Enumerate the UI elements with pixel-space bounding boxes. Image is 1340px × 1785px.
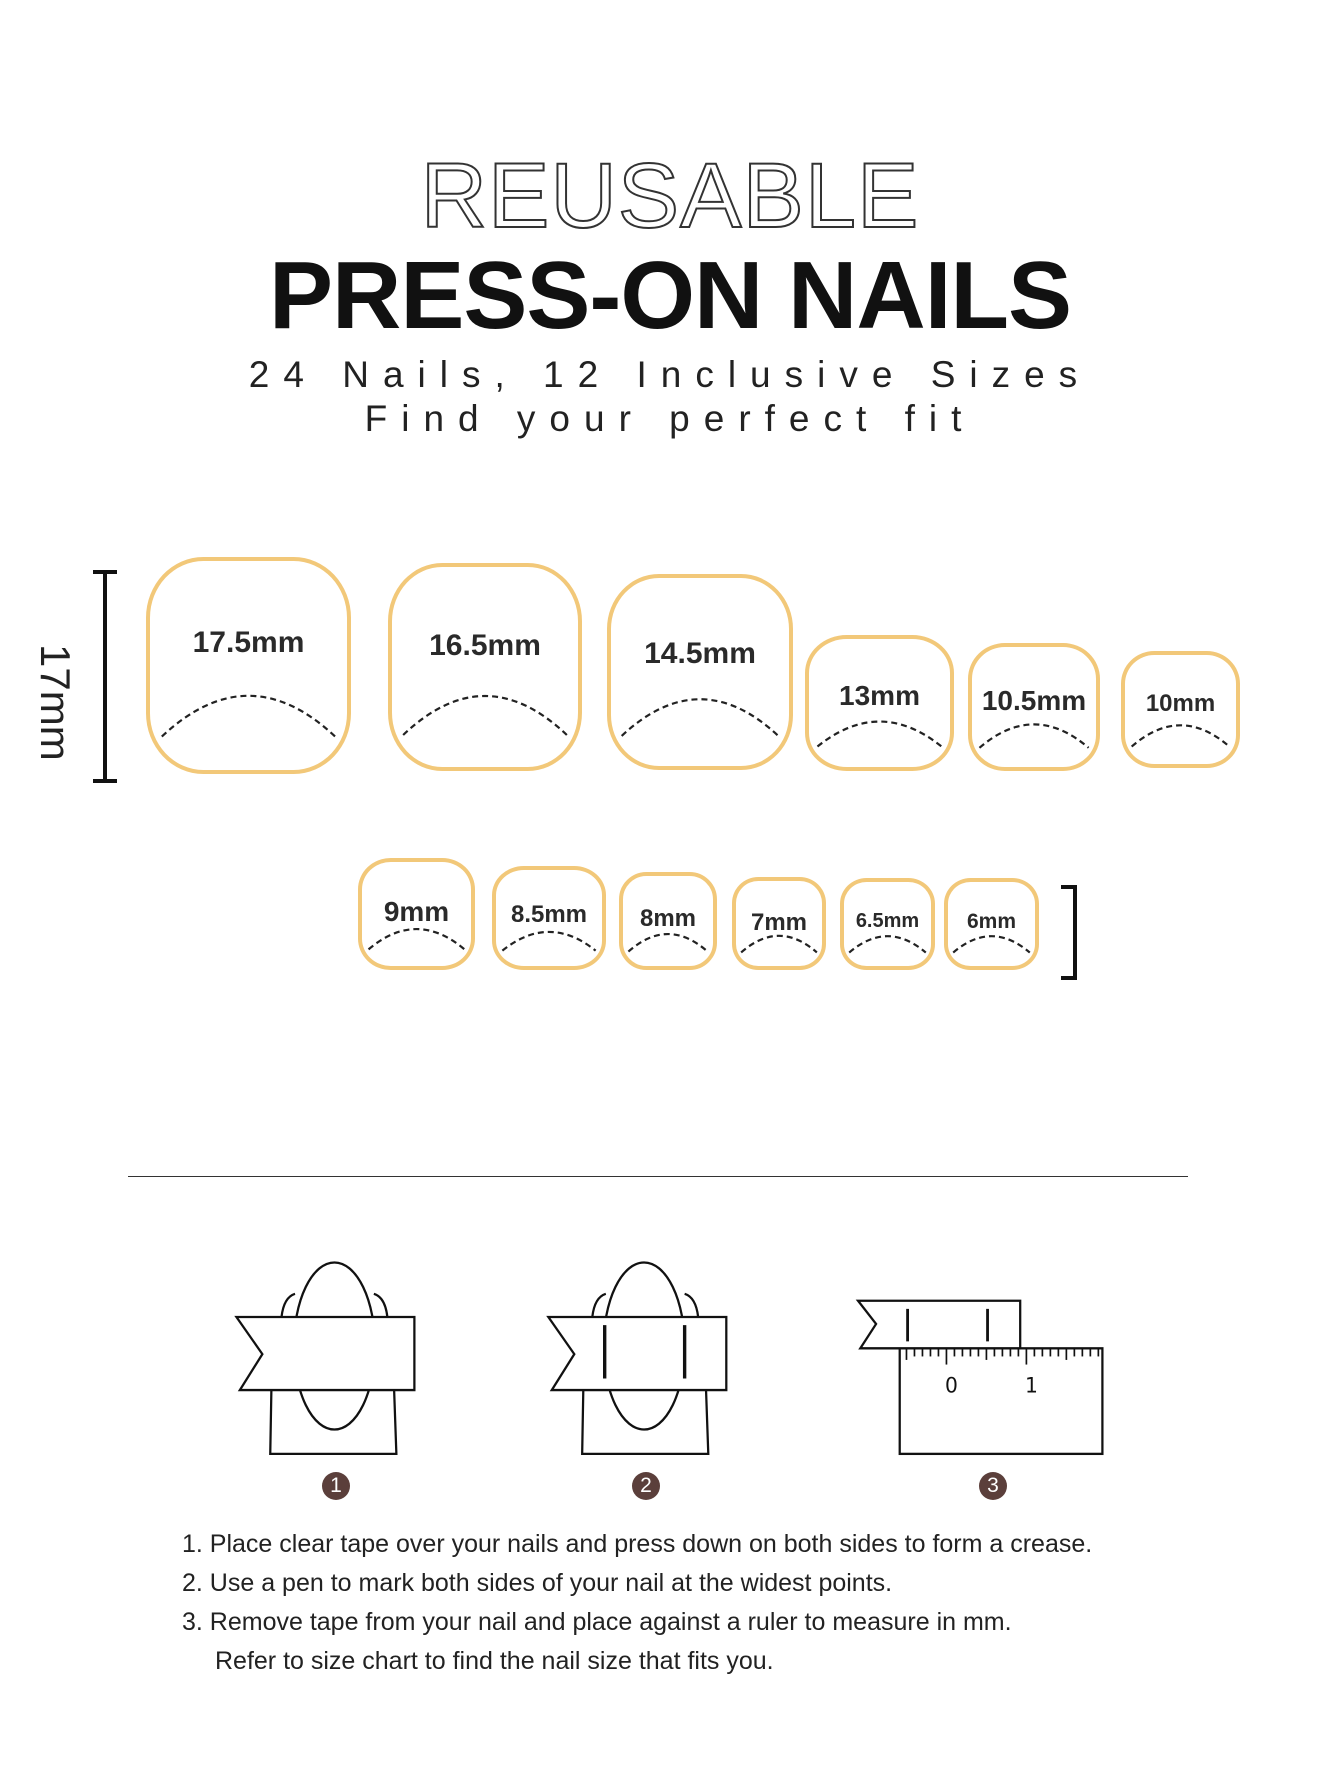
nail-size-label: 7mm bbox=[750, 908, 808, 936]
ruler-label-0: 0 bbox=[945, 1373, 958, 1397]
nail-size-label: 8mm bbox=[639, 905, 697, 933]
cuticle-arc bbox=[392, 567, 578, 767]
height-bar bbox=[103, 572, 107, 781]
cuticle-arc bbox=[948, 882, 1035, 966]
instruction-1: 1. Place clear tape over your nails and … bbox=[182, 1530, 1093, 1558]
cuticle-arc bbox=[972, 647, 1096, 767]
height-bar-cap-top bbox=[93, 570, 117, 574]
nail-size-label: 10mm bbox=[1145, 690, 1216, 718]
nail-size-row2-5: 6.5mm bbox=[840, 878, 935, 970]
cuticle-arc bbox=[611, 578, 789, 766]
title-reusable: REUSABLE bbox=[420, 145, 920, 247]
divider bbox=[128, 1176, 1188, 1177]
subtitle-count: 24 Nails, 12 Inclusive Sizes bbox=[248, 354, 1092, 395]
subtitle-fit: Find your perfect fit bbox=[364, 398, 976, 439]
step-3-illustration bbox=[855, 1299, 1104, 1456]
cuticle-arc bbox=[844, 882, 931, 966]
nail-size-row2-4: 7mm bbox=[732, 877, 826, 970]
nail-size-row1-2: 16.5mm bbox=[388, 563, 582, 771]
nail-size-label: 14.5mm bbox=[644, 636, 756, 670]
nail-size-row1-5: 10.5mm bbox=[968, 643, 1100, 771]
step-2-illustration bbox=[546, 1261, 728, 1456]
step-number-1: 1 bbox=[322, 1472, 350, 1500]
nail-size-row2-1: 9mm bbox=[358, 858, 475, 970]
cuticle-arc bbox=[736, 881, 822, 966]
nail-size-row2-2: 8.5mm bbox=[492, 866, 606, 970]
title-press-on-nails: PRESS-ON NAILS bbox=[268, 242, 1072, 349]
instruction-3: 3. Remove tape from your nail and place … bbox=[182, 1608, 1012, 1636]
row2-bracket-cap-top bbox=[1061, 885, 1077, 889]
height-label: 17mm bbox=[32, 644, 79, 761]
instruction-2: 2. Use a pen to mark both sides of your … bbox=[182, 1569, 893, 1597]
nail-size-label: 6mm bbox=[966, 909, 1017, 933]
nail-size-row1-3: 14.5mm bbox=[607, 574, 793, 770]
nail-size-label: 17.5mm bbox=[192, 626, 305, 660]
instruction-3-note: Refer to size chart to find the nail siz… bbox=[215, 1647, 774, 1675]
cuticle-arc bbox=[496, 870, 602, 966]
nail-size-label: 13mm bbox=[839, 679, 920, 711]
nail-size-label: 9mm bbox=[383, 895, 450, 927]
cuticle-arc bbox=[150, 561, 347, 770]
cuticle-arc bbox=[362, 862, 471, 966]
nail-size-label: 8.5mm bbox=[510, 901, 588, 929]
row2-bracket bbox=[1073, 887, 1077, 978]
nail-size-row1-4: 13mm bbox=[805, 635, 954, 771]
nail-size-label: 16.5mm bbox=[429, 629, 541, 663]
cuticle-arc bbox=[623, 876, 713, 966]
step-number-3: 3 bbox=[979, 1472, 1007, 1500]
nail-size-label: 10.5mm bbox=[981, 685, 1087, 717]
row2-bracket-cap-bottom bbox=[1061, 976, 1077, 980]
cuticle-arc bbox=[1125, 655, 1236, 764]
step-1-illustration bbox=[234, 1261, 416, 1456]
nail-size-label: 6.5mm bbox=[855, 909, 920, 932]
measuring-steps-illustration: 0 1 bbox=[234, 1261, 1104, 1456]
ruler-label-1: 1 bbox=[1025, 1373, 1038, 1397]
nail-size-row2-3: 8mm bbox=[619, 872, 717, 970]
step-number-2: 2 bbox=[632, 1472, 660, 1500]
nail-size-row1-1: 17.5mm bbox=[146, 557, 351, 774]
nail-size-row2-6: 6mm bbox=[944, 878, 1039, 970]
nail-size-row1-6: 10mm bbox=[1121, 651, 1240, 768]
height-bar-cap-bottom bbox=[93, 779, 117, 783]
